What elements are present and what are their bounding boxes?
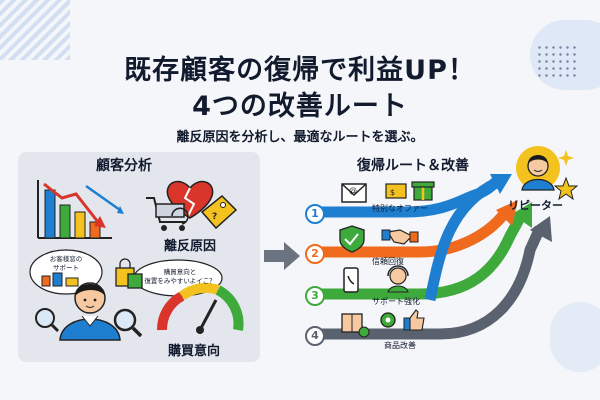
svg-text:@: @ [349, 186, 357, 195]
smartphone-icon [343, 267, 359, 293]
connector-arrow [264, 242, 300, 270]
decor-dots [536, 44, 576, 80]
handshake-icon [381, 229, 419, 245]
gift-icon [411, 181, 435, 201]
coupon-icon: $ [385, 183, 407, 199]
support-bubble [29, 249, 103, 295]
support-agent-icon [387, 265, 409, 293]
question-bubble-text: 購買意向と 復置をみやすいよイこ？ [140, 268, 220, 286]
route-number-2: 2 [305, 244, 325, 264]
support-bubble-line: お客様窓の [49, 255, 83, 263]
decor-blob [550, 302, 600, 372]
thumbs-up-icon [403, 309, 425, 331]
shopping-cart-icon [146, 197, 189, 231]
route-arrow-blue [312, 174, 512, 302]
route-label-1: 特別なオファー [372, 204, 428, 213]
magnifier-icon [35, 308, 60, 333]
route-arrow-gray [312, 216, 552, 340]
sparkle-icon [558, 150, 574, 166]
churn-cause-label: 離反原因 [164, 239, 217, 254]
route-arrow-orange [312, 200, 518, 258]
route-label-4: 商品改善 [384, 341, 416, 350]
email-icon: @ [341, 183, 367, 203]
main-title-line1: 既存顧客の復帰で利益UP！ [124, 55, 476, 86]
svg-text:?: ? [212, 212, 217, 222]
purchase-intent-gauge-icon [156, 282, 244, 334]
magnifier-icon [113, 308, 143, 338]
customer-avatar-icon [59, 282, 121, 341]
customer-analysis-title: 顧客分析 [96, 158, 152, 174]
question-bubble-line: 復置をみやすいよイこ？ [144, 277, 216, 285]
decor-stripes [0, 0, 70, 60]
declining-chart-icon [37, 180, 124, 239]
subtitle: 離反原因を分析し、最適なルートを選ぶ。 [176, 130, 424, 145]
support-bubble-text: お客様窓の サポート [40, 255, 92, 273]
shopping-bag-icon [115, 258, 143, 289]
purchase-intent-label: 購買意向 [168, 344, 221, 359]
route-number-3: 3 [305, 286, 325, 306]
route-number-1: 1 [305, 204, 325, 224]
gear-icon [380, 312, 396, 328]
star-icon [553, 176, 579, 201]
product-box-icon [341, 313, 370, 338]
route-number-4: 4 [305, 326, 325, 346]
repeater-label: リピーター [508, 199, 563, 212]
question-bubble-line: 購買意向と [163, 268, 197, 276]
route-label-3: サポート強化 [372, 297, 420, 306]
return-routes-title: 復帰ルート＆改善 [357, 158, 469, 174]
route-label-2: 信頼回復 [372, 257, 404, 266]
repeater-avatar-icon [516, 146, 560, 191]
shield-check-icon [339, 225, 365, 253]
main-title-line2: 4つの改善ルート [192, 91, 408, 122]
price-tag-icon: ? [200, 194, 238, 230]
support-bubble-line: サポート [53, 264, 79, 272]
svg-text:$: $ [390, 188, 395, 197]
